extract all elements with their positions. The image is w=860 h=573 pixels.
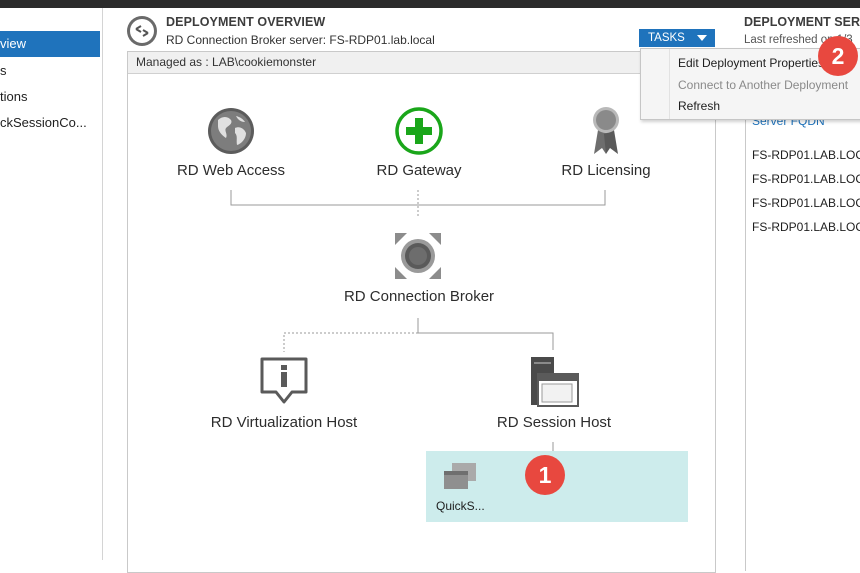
annotation-badge-2: 2 xyxy=(818,36,858,76)
menu-separator xyxy=(669,49,670,119)
plus-icon xyxy=(394,106,444,156)
connection-broker-icon xyxy=(393,231,443,281)
info-bubble-icon xyxy=(259,356,309,406)
table-row[interactable]: FS-RDP01.LAB.LOCAL xyxy=(752,196,860,210)
deployment-servers-title: DEPLOYMENT SER xyxy=(744,15,860,29)
collection-label: QuickS... xyxy=(436,499,485,513)
table-row[interactable]: FS-RDP01.LAB.LOCAL xyxy=(752,148,860,162)
collection-icon xyxy=(442,461,478,491)
role-rd-web-access[interactable]: RD Web Access xyxy=(177,162,285,179)
role-rd-session-host[interactable]: RD Session Host xyxy=(497,414,611,431)
table-row[interactable]: FS-RDP01.LAB.LOCAL xyxy=(752,172,860,186)
menu-item-edit-deployment-properties[interactable]: Edit Deployment Properties xyxy=(678,56,824,70)
menu-item-connect-to-another-deployment[interactable]: Connect to Another Deployment xyxy=(678,78,848,92)
role-rd-virtualization-host[interactable]: RD Virtualization Host xyxy=(211,414,357,431)
role-rd-licensing[interactable]: RD Licensing xyxy=(561,162,650,179)
globe-icon xyxy=(206,106,256,156)
role-rd-gateway[interactable]: RD Gateway xyxy=(376,162,461,179)
certificate-ribbon-icon xyxy=(588,104,624,156)
session-host-server-icon xyxy=(528,354,580,408)
annotation-badge-1: 1 xyxy=(525,455,565,495)
table-row[interactable]: FS-RDP01.LAB.LOCAL xyxy=(752,220,860,234)
deployment-servers-panel xyxy=(745,50,860,571)
menu-item-refresh[interactable]: Refresh xyxy=(678,99,720,113)
role-rd-connection-broker[interactable]: RD Connection Broker xyxy=(344,288,494,305)
